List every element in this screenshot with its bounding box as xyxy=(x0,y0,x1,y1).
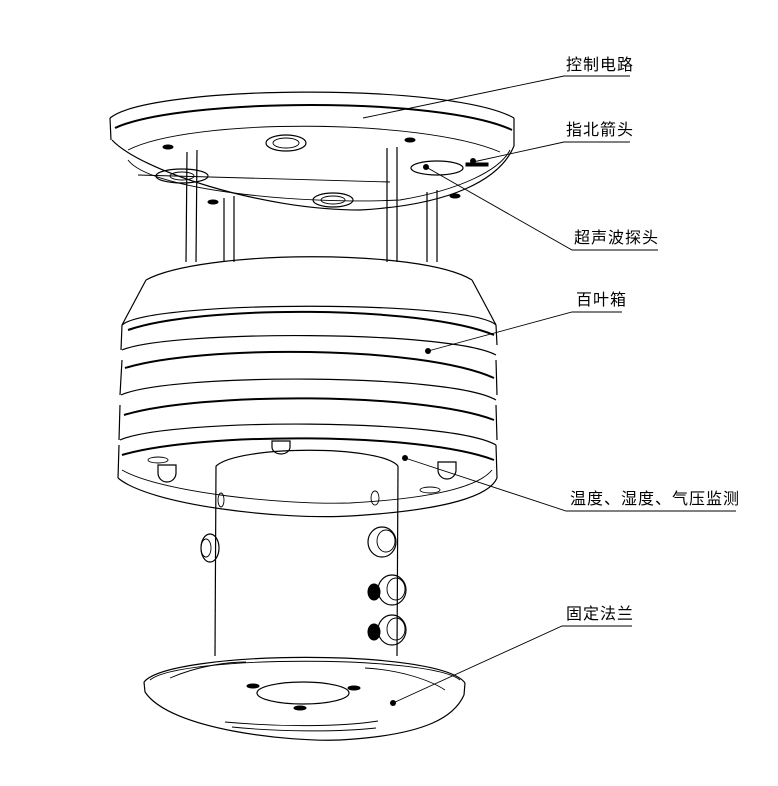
label-louver-box: 百叶箱 xyxy=(576,290,628,309)
leader-lines xyxy=(362,75,736,704)
label-mounting-flange: 固定法兰 xyxy=(566,604,635,623)
label-ultrasonic-probe: 超声波探头 xyxy=(574,228,660,247)
label-temp-humidity-pressure: 温度、湿度、气压监测 xyxy=(570,489,741,508)
mounting-flange xyxy=(143,656,466,741)
label-control-circuit: 控制电路 xyxy=(566,55,635,74)
cylinder-body xyxy=(200,449,407,657)
label-north-arrow: 指北箭头 xyxy=(566,120,635,139)
louver-box xyxy=(117,256,498,518)
probe-rods xyxy=(185,147,438,263)
top-disk xyxy=(109,91,515,211)
